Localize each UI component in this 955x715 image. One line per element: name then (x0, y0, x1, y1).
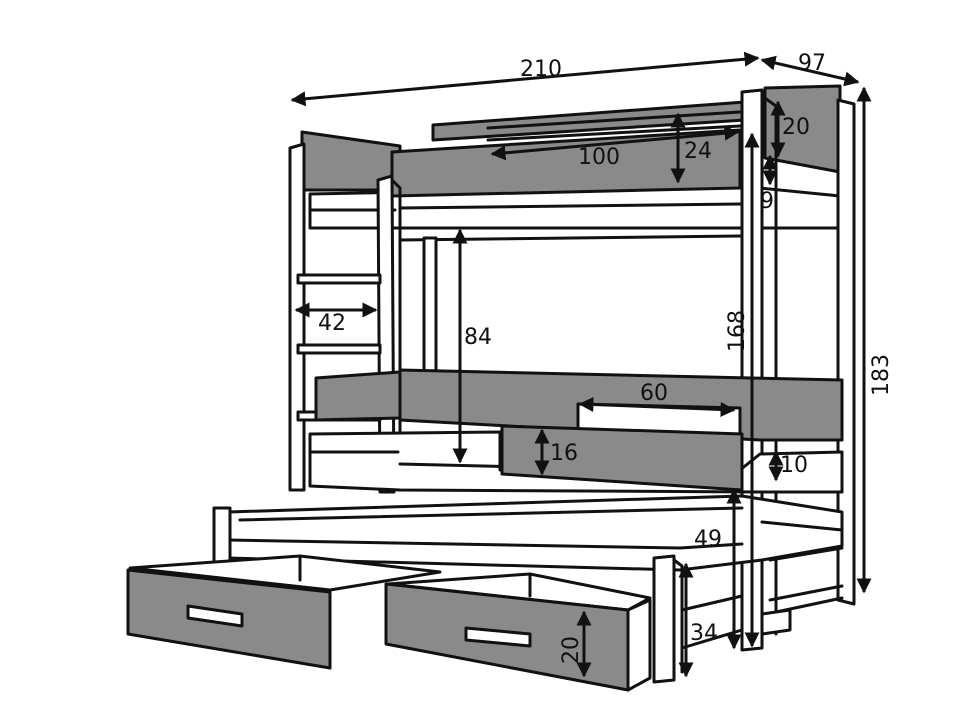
total-height-label: 183 (869, 354, 894, 396)
top-front-rail-height-label: 24 (684, 139, 712, 164)
top-rail-height-label: 20 (782, 115, 810, 140)
left-drawer-box (128, 554, 442, 592)
trundle-left-post (212, 506, 232, 568)
lower-clearance-label: 84 (464, 325, 492, 350)
lower-front-rail-height-label: 16 (550, 441, 578, 466)
top-front-rail-length-line (490, 125, 740, 161)
drawers (126, 554, 652, 692)
depth-dimension-line (760, 55, 860, 87)
left-drawer-handle (186, 604, 244, 628)
trundle-front-post (652, 554, 676, 684)
left-back-post (288, 142, 306, 492)
middle-front-rail-panel (500, 424, 744, 492)
ladder-rung (296, 343, 382, 355)
dimension-labels: 210 97 183 20 100 24 9 42 84 168 60 16 1… (318, 51, 894, 664)
lower-front-rail-length-label: 60 (640, 381, 668, 406)
trundle-height-label: 49 (694, 527, 722, 552)
middle-back-post (422, 236, 438, 374)
ladder-width-label: 42 (318, 311, 346, 336)
ladder-rung (296, 273, 382, 285)
lower-front-rail-length-line (578, 397, 736, 417)
top-front-rail-length-label: 100 (578, 145, 620, 170)
drawer-height-label: 20 (559, 636, 584, 664)
dimension-lines (290, 51, 872, 678)
depth-label: 97 (798, 51, 826, 76)
length-dimension-line (290, 51, 760, 107)
trundle-gap-label: 34 (690, 621, 718, 646)
bed-frame-height-label: 168 (725, 310, 750, 352)
length-label: 210 (520, 57, 562, 82)
top-rail-gap-label: 9 (760, 189, 774, 214)
lower-rail-gap-label: 10 (780, 453, 808, 478)
middle-back-panel (314, 370, 402, 422)
right-drawer-handle (464, 626, 532, 648)
trundle-foot (760, 608, 792, 636)
